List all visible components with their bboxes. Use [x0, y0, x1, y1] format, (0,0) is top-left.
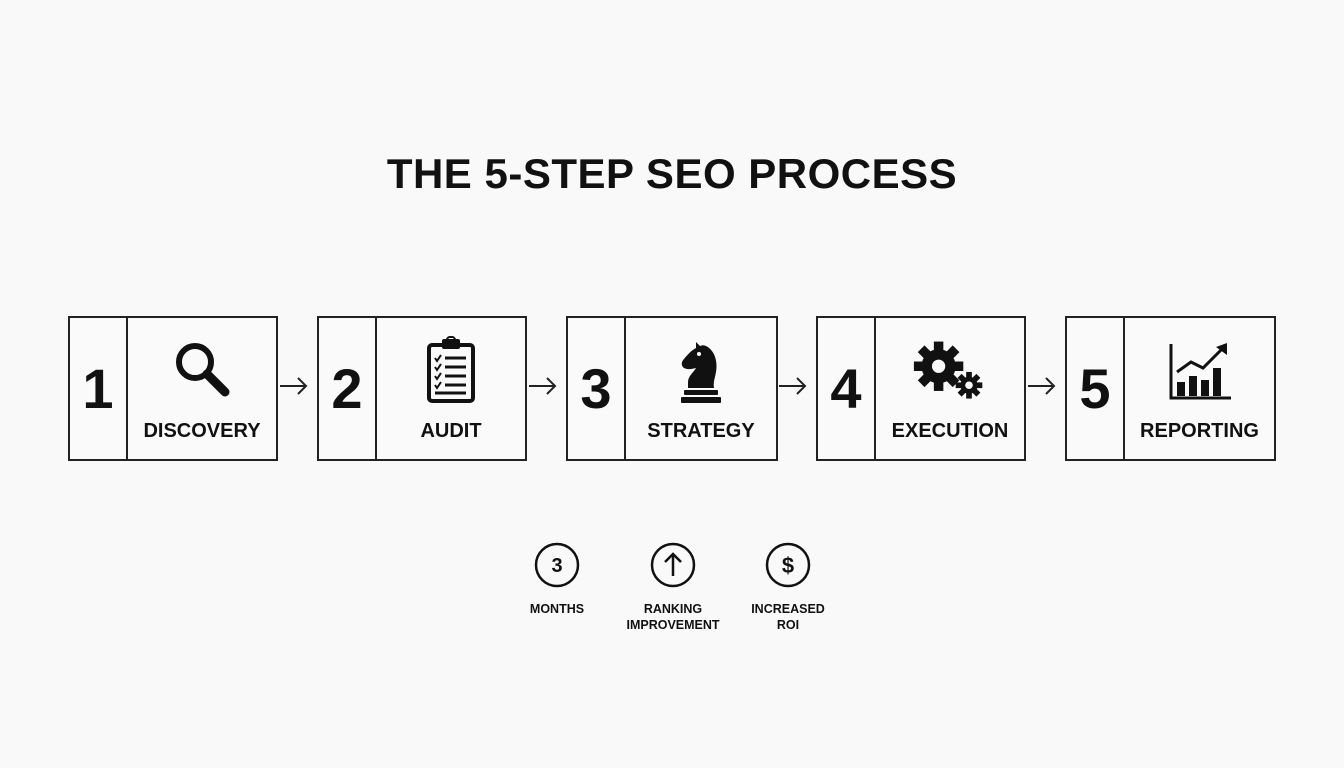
metric-label: IMPROVEMENT	[626, 618, 720, 632]
growth-chart-icon	[1162, 336, 1238, 406]
metric-label: ROI	[776, 618, 800, 632]
step-strategy: 3 STRATEGY	[566, 316, 778, 461]
step-reporting: 5 REPORTING	[1065, 316, 1276, 461]
circle-number-icon: 3	[534, 542, 580, 588]
step-label: DISCOVERY	[143, 420, 261, 442]
metric-increased-roi: $ INCREASED ROI	[723, 542, 853, 633]
gears-icon	[912, 336, 988, 406]
arrow-right-icon	[1028, 377, 1056, 395]
step-number: 5	[1067, 318, 1125, 459]
step-number: 4	[818, 318, 876, 459]
step-label: STRATEGY	[647, 420, 755, 442]
clipboard-checklist-icon	[413, 336, 489, 406]
arrow-right-icon	[529, 377, 557, 395]
step-audit: 2 AUDIT	[317, 316, 527, 461]
magnifying-glass-icon	[164, 336, 240, 406]
step-label: REPORTING	[1140, 420, 1259, 442]
arrow-right-icon	[779, 377, 807, 395]
step-number: 3	[568, 318, 626, 459]
step-label: EXECUTION	[891, 420, 1009, 442]
metric-months: 3 MONTHS	[492, 542, 622, 617]
step-discovery: 1 DISCOVERY	[68, 316, 278, 461]
metric-ranking-improvement: RANKING IMPROVEMENT	[608, 542, 738, 633]
step-execution: 4	[816, 316, 1026, 461]
arrow-right-icon	[280, 377, 308, 395]
up-arrow-circle-icon	[650, 542, 696, 588]
step-number: 1	[70, 318, 128, 459]
step-number: 2	[319, 318, 377, 459]
metric-label: MONTHS	[529, 602, 585, 616]
metric-badge: 3	[551, 555, 562, 577]
metric-label: INCREASED	[751, 602, 825, 616]
chess-knight-icon	[663, 336, 739, 406]
dollar-circle-icon: $	[765, 542, 811, 588]
metric-badge: $	[782, 553, 794, 578]
metric-label: RANKING	[643, 602, 703, 616]
step-label: AUDIT	[420, 420, 482, 442]
diagram-title: THE 5-STEP SEO PROCESS	[386, 150, 958, 197]
